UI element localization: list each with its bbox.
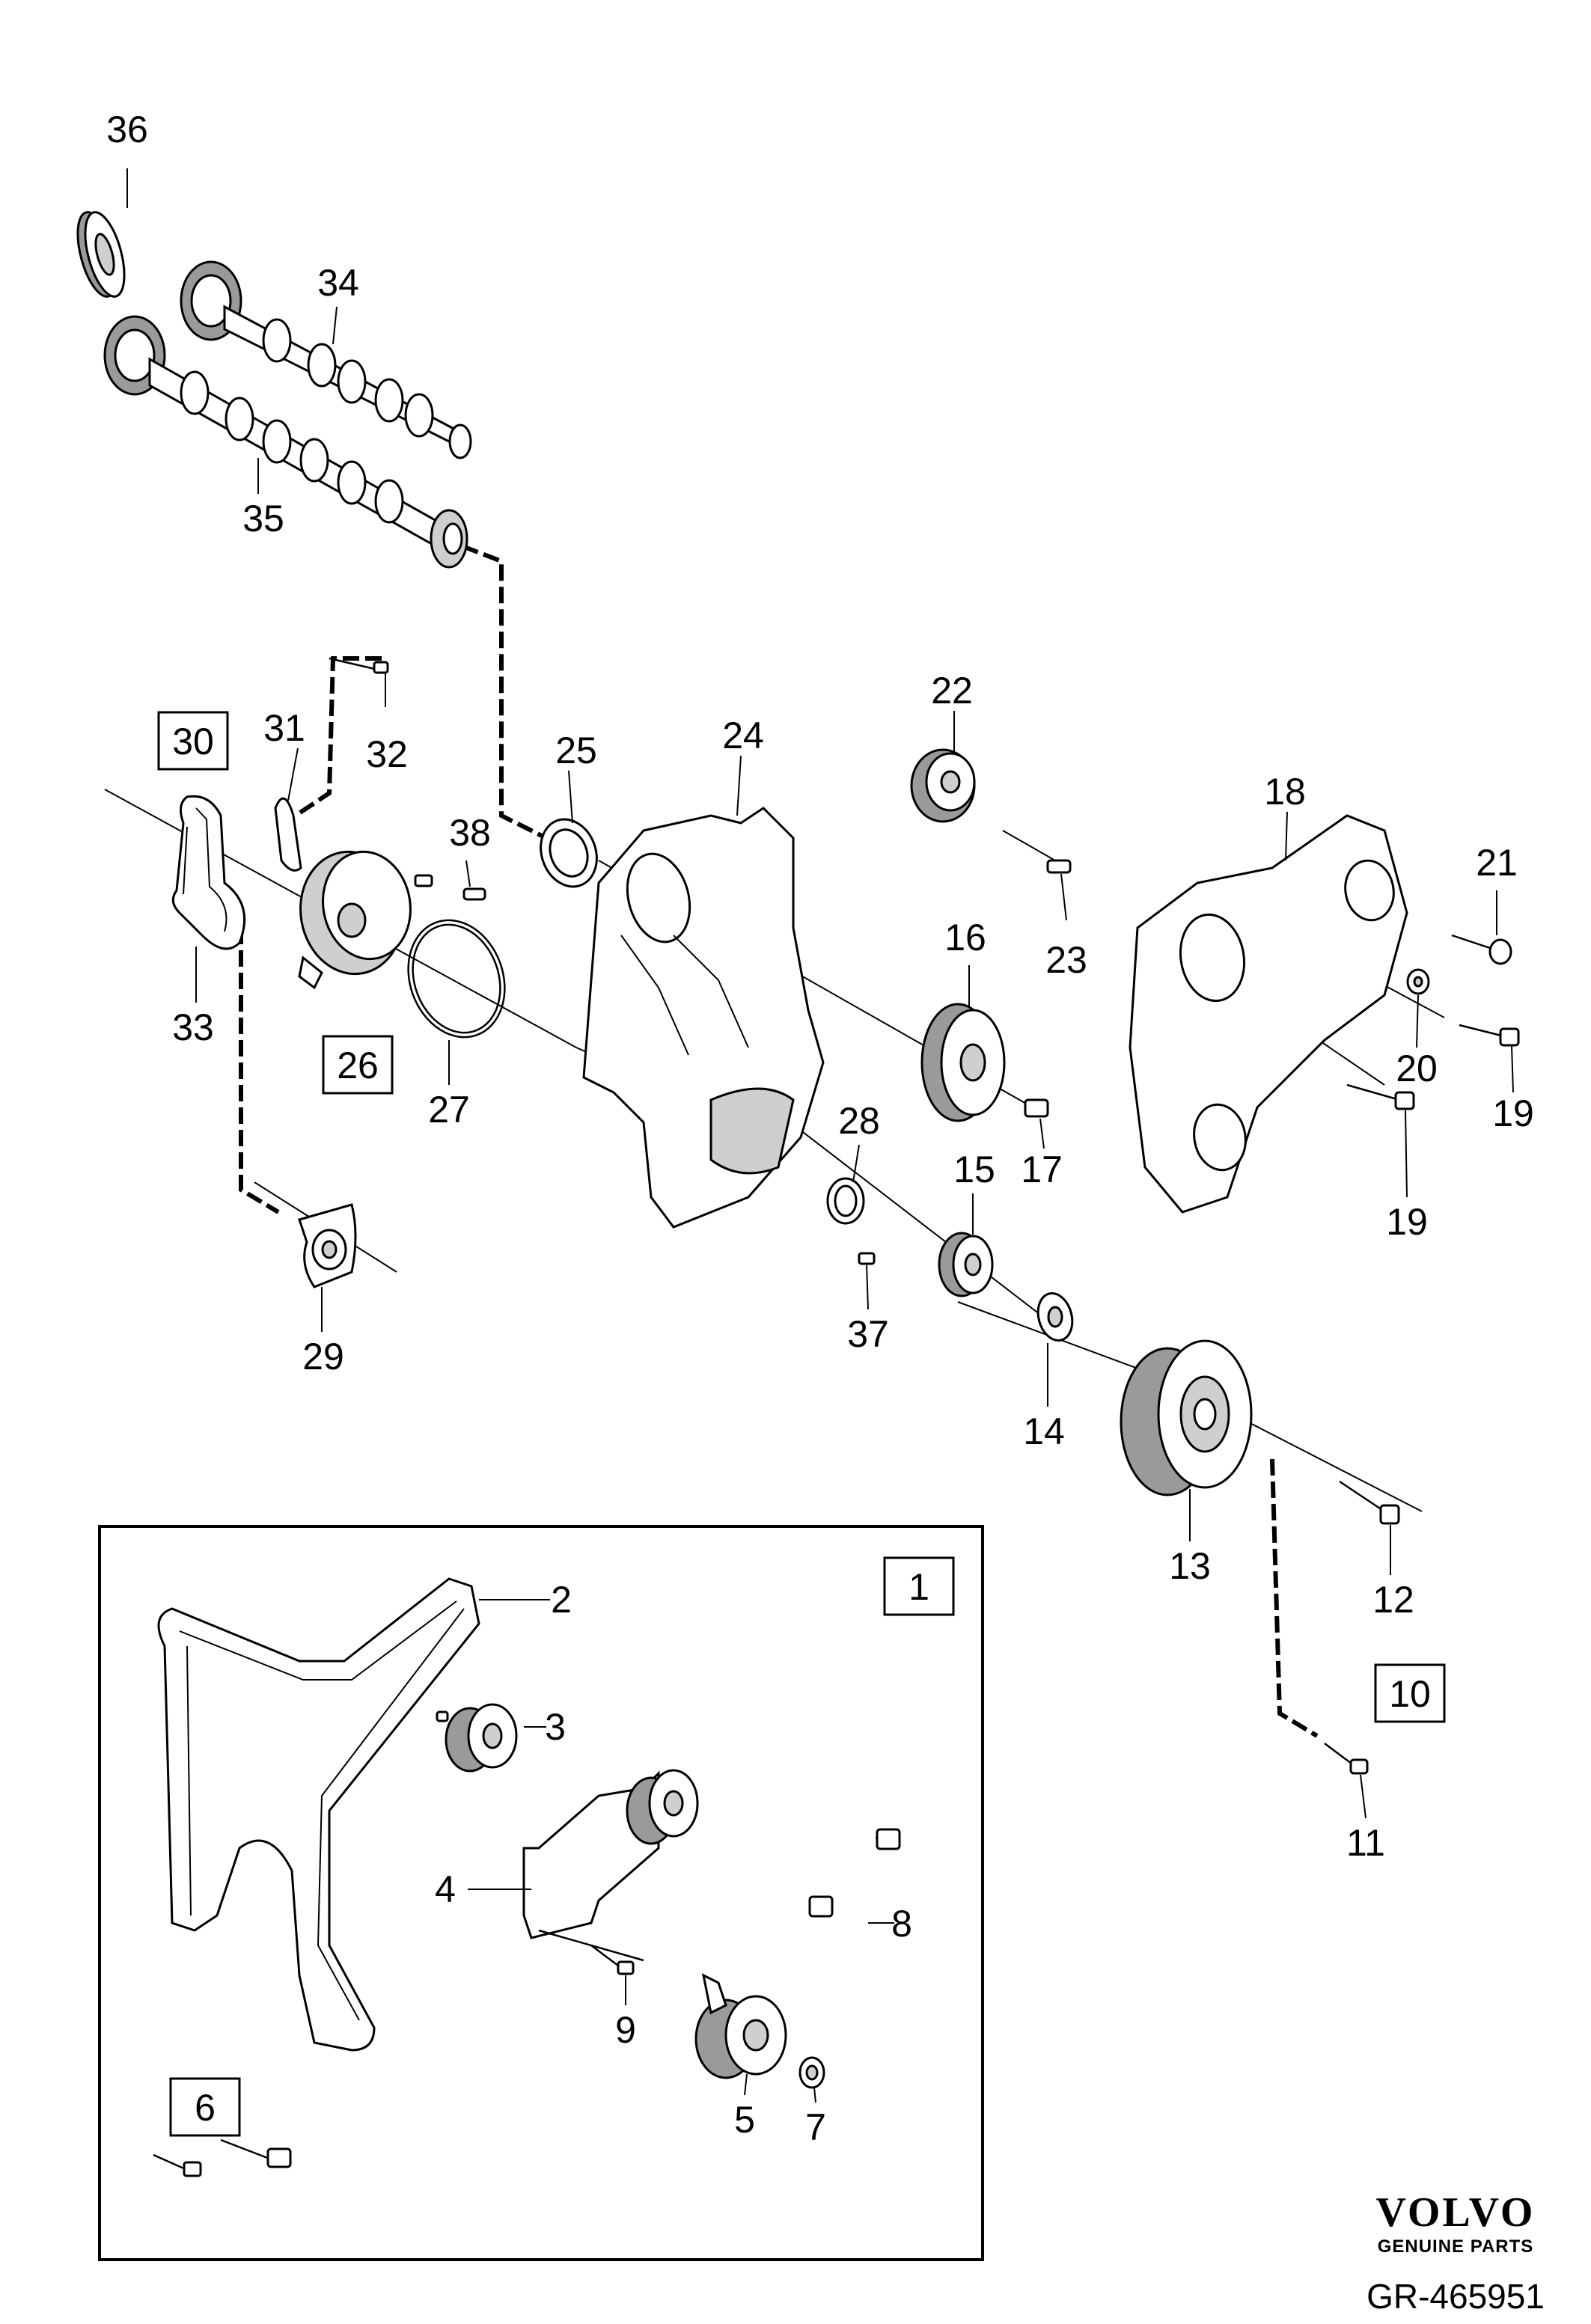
callout-19-upper: 19 (1492, 1092, 1534, 1134)
callout-7: 7 (805, 2106, 826, 2148)
callout-28: 28 (838, 1100, 880, 1142)
boxed-callout-1: 1 (883, 1556, 955, 1616)
washer-20 (1406, 968, 1430, 995)
callout-17: 17 (1021, 1149, 1063, 1190)
callout-25: 25 (555, 730, 597, 771)
bolt-32 (329, 657, 389, 674)
idler-pulley-3 (436, 1703, 518, 1773)
boxed-callout-30: 30 (157, 711, 229, 771)
svg-text:30: 30 (172, 721, 214, 762)
boxed-callout-10: 10 (1374, 1663, 1446, 1723)
callout-16: 16 (944, 917, 986, 958)
bolt-9 (590, 1945, 635, 1975)
oring-27 (407, 919, 506, 1039)
bolt-8-lower (808, 1895, 834, 1918)
bolt-38 (462, 887, 486, 901)
callout-29: 29 (302, 1336, 344, 1377)
svg-text:26: 26 (337, 1045, 379, 1086)
washer-14 (1036, 1292, 1074, 1342)
callout-19-lower: 19 (1386, 1201, 1428, 1243)
callout-31: 31 (263, 707, 305, 749)
callout-8: 8 (891, 1903, 912, 1945)
outer-cover-18 (1129, 814, 1408, 1214)
svg-text:6: 6 (195, 2087, 216, 2129)
leader-lines (126, 168, 1514, 2103)
timing-guide-31 (274, 797, 302, 872)
timing-belt-33 (171, 795, 246, 950)
crank-sprocket-15 (938, 1232, 994, 1297)
bolt-11 (1324, 1743, 1369, 1775)
callout-38: 38 (449, 812, 491, 854)
water-pump-26 (298, 850, 433, 990)
brand-block: VOLVO GENUINE PARTS GR-465951 (1366, 2189, 1545, 2316)
camshaft-pulley-16 (920, 1003, 1006, 1122)
washer-28 (826, 1177, 865, 1225)
camshaft-upper (180, 260, 472, 459)
tensioner-bracket-4 (522, 1769, 699, 1962)
bolts-6 (153, 2138, 292, 2177)
callout-27: 27 (428, 1089, 470, 1131)
callout-18: 18 (1264, 771, 1306, 813)
boxed-callouts: 30 26 1 10 6 (157, 711, 1446, 2137)
brand-tagline: GENUINE PARTS (1378, 2236, 1534, 2257)
callout-33: 33 (172, 1006, 214, 1048)
callout-14: 14 (1023, 1410, 1065, 1452)
auxiliary-belt-2 (157, 1577, 480, 2052)
callout-32: 32 (366, 733, 408, 775)
bolt-17 (1024, 1098, 1049, 1118)
callout-37: 37 (847, 1313, 889, 1355)
callout-24: 24 (722, 715, 764, 756)
tensioner-29 (298, 1203, 357, 1288)
callout-23: 23 (1045, 939, 1087, 981)
callout-4: 4 (435, 1868, 456, 1910)
callout-35: 35 (242, 498, 284, 539)
svg-text:1: 1 (909, 1566, 929, 1608)
boxed-callout-26: 26 (322, 1035, 394, 1095)
bolt-12 (1339, 1480, 1400, 1525)
callout-5: 5 (734, 2099, 755, 2141)
idler-pulley-22 (910, 748, 976, 823)
nut-7 (798, 2056, 825, 2089)
bolt-21 (1451, 934, 1512, 965)
callout-labels: 36 34 35 31 32 25 24 22 18 21 38 23 16 2… (106, 108, 1534, 2148)
document-id: GR-465951 (1366, 2277, 1545, 2316)
seal-25 (540, 818, 598, 888)
callout-20: 20 (1396, 1048, 1438, 1089)
auxiliary-drive-group (98, 1525, 984, 2261)
boxed-callout-6: 6 (169, 2077, 241, 2137)
bolt-37 (858, 1252, 876, 1265)
callout-34: 34 (317, 262, 359, 304)
callout-2: 2 (551, 1579, 572, 1621)
bolt-8-upper (875, 1828, 901, 1850)
tensioner-pulley-5 (694, 1973, 787, 2079)
callout-3: 3 (545, 1706, 566, 1748)
callout-15: 15 (953, 1149, 995, 1190)
svg-text:10: 10 (1389, 1673, 1431, 1715)
callout-36: 36 (106, 108, 148, 150)
bolt-19-lower (1346, 1083, 1415, 1110)
callout-9: 9 (615, 2009, 636, 2051)
camshaft-lower (103, 315, 468, 569)
callout-11: 11 (1346, 1822, 1385, 1864)
callout-12: 12 (1372, 1579, 1414, 1621)
callout-21: 21 (1476, 842, 1518, 884)
bolt-19-upper (1459, 1024, 1520, 1047)
callout-13: 13 (1169, 1545, 1211, 1587)
crank-pulley-13 (1120, 1339, 1253, 1496)
callout-22: 22 (931, 670, 973, 712)
inner-cover-24 (582, 807, 825, 1229)
brand-logo: VOLVO (1376, 2189, 1536, 2236)
bolt-23 (1046, 859, 1072, 874)
camshaft-seal (76, 211, 126, 298)
